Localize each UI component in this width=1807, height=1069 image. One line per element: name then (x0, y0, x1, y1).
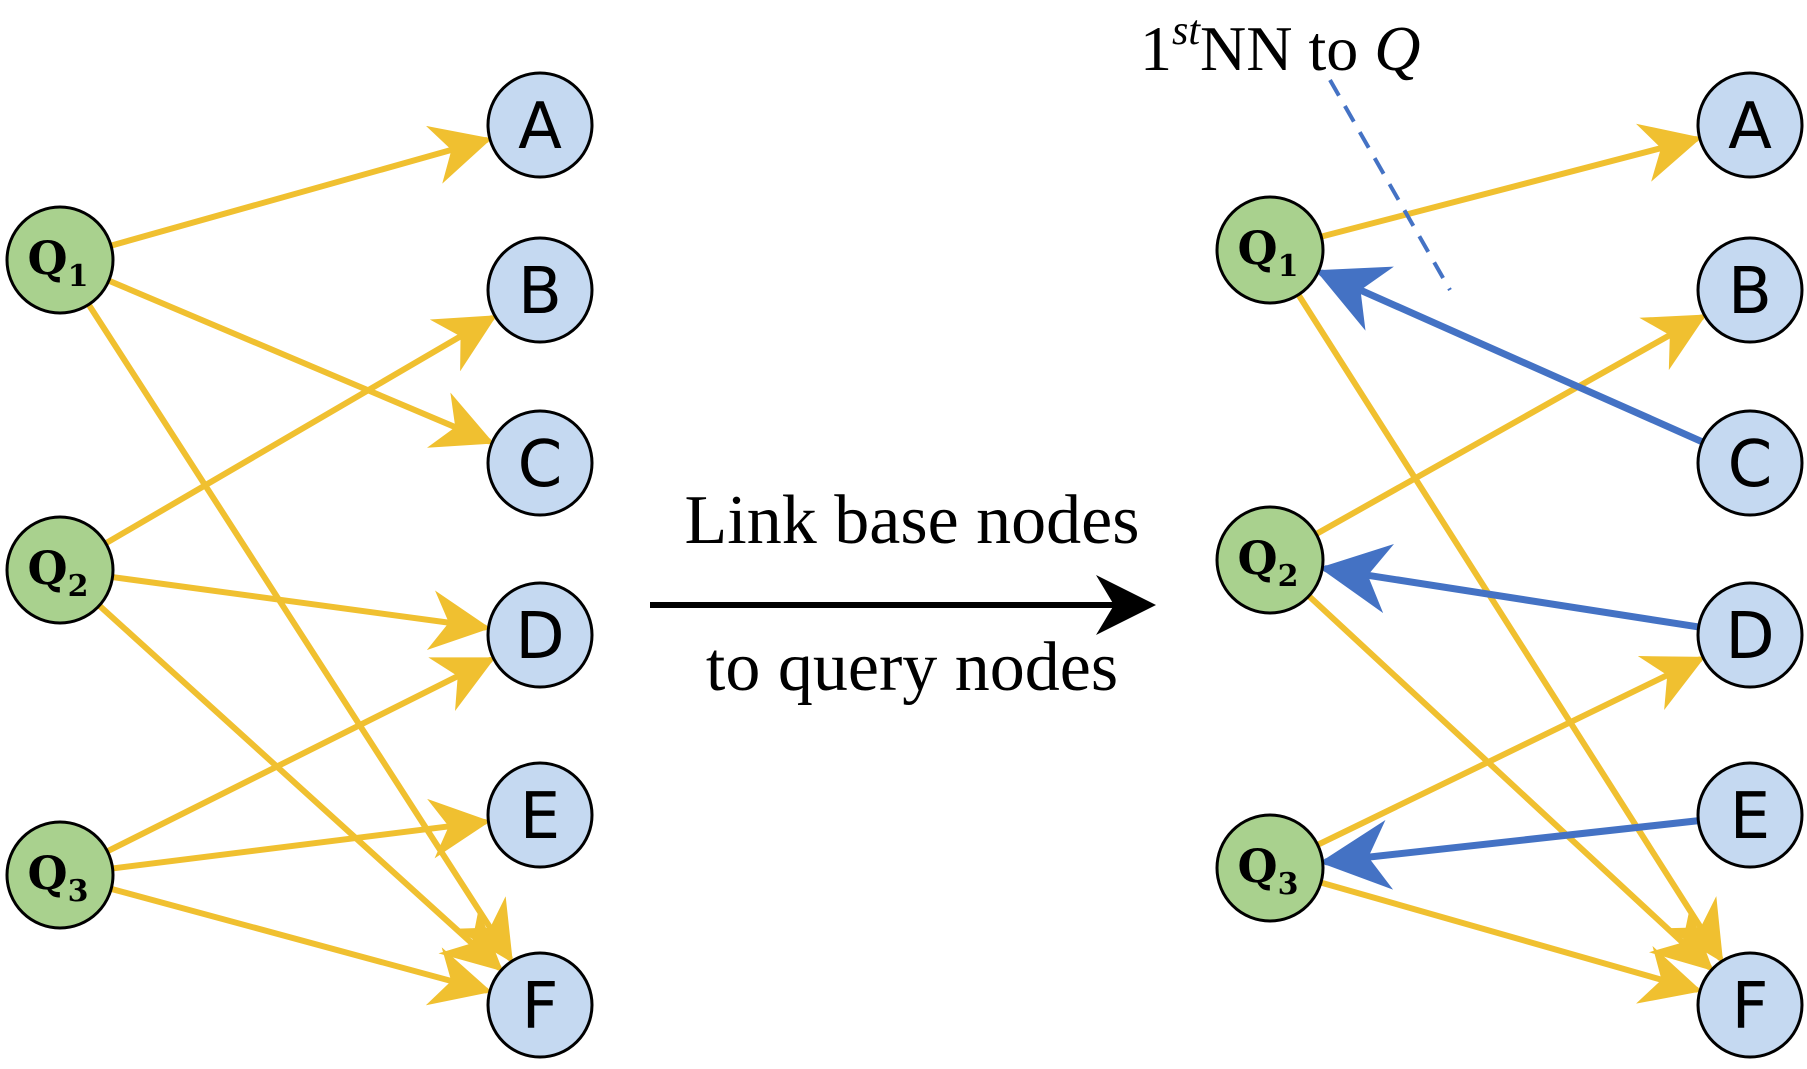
edge-q3-to-e (105, 798, 491, 872)
left-query-node-q3: Q3 (5, 820, 115, 930)
base-node-circle (486, 71, 594, 179)
transition-line1: Link base nodes (685, 482, 1140, 559)
base-node-circle (486, 581, 594, 689)
base-node-circle (1696, 71, 1804, 179)
edge-q2-to-d (105, 573, 491, 650)
annotation: 1stNN to Q (1140, 8, 1452, 291)
left-base-node-d: D (486, 581, 594, 689)
edge-q2-to-b (1309, 314, 1707, 539)
base-node-label: E (520, 780, 560, 854)
edge-q2-to-f (93, 599, 503, 972)
annotation-prefix: 1 (1140, 13, 1172, 84)
base-node-label: C (1728, 428, 1773, 502)
query-node-letter: Q (28, 846, 68, 900)
query-node-letter: Q (28, 541, 68, 595)
right-base-node-e: E (1696, 761, 1804, 869)
query-node-subscript: 3 (68, 874, 89, 909)
right-base-node-c: C (1696, 409, 1804, 517)
right-base-node-a: A (1696, 71, 1804, 179)
left-base-node-f: F (486, 951, 594, 1059)
reverse-edge-d-to-q2 (1319, 543, 1707, 632)
base-node-circle (1696, 236, 1804, 344)
base-node-circle (486, 761, 594, 869)
left-base-node-e: E (486, 761, 594, 869)
base-node-circle (486, 951, 594, 1059)
edge-q1-to-f (1293, 288, 1724, 963)
right-base-node-d: D (1696, 581, 1804, 689)
query-node-circle (5, 515, 115, 625)
query-node-label: Q2 (28, 541, 89, 604)
right-query-node-q2: Q2 (1215, 505, 1325, 615)
transition-line2: to query nodes (706, 629, 1118, 706)
edge-q2-to-b (99, 315, 497, 549)
annotation-main: NN to (1200, 13, 1374, 84)
query-node-label: Q1 (28, 231, 89, 294)
query-node-subscript: 2 (1278, 559, 1299, 594)
edge-q1-to-c (102, 276, 494, 448)
query-node-subscript: 2 (68, 569, 89, 604)
query-node-circle (5, 820, 115, 930)
base-node-label: F (522, 970, 559, 1044)
edge-q1-to-f (83, 298, 513, 963)
edge-q3-to-f (1314, 878, 1702, 1004)
query-node-circle (1215, 195, 1325, 305)
query-node-label: Q3 (1238, 839, 1299, 902)
query-node-circle (5, 205, 115, 315)
base-node-label: C (518, 428, 563, 502)
left-base-node-c: C (486, 409, 594, 517)
left-query-node-q2: Q2 (5, 515, 115, 625)
edge-q3-to-f (104, 884, 492, 1006)
right-base-node-f: F (1696, 951, 1804, 1059)
base-node-circle (1696, 409, 1804, 517)
left-query-node-q1: Q1 (5, 205, 115, 315)
edge-q2-to-f (1302, 590, 1714, 972)
query-node-label: Q1 (1238, 221, 1299, 284)
transition: Link base nodes to query nodes (650, 482, 1156, 706)
right-graph-edges (1293, 123, 1724, 1004)
query-node-subscript: 1 (68, 259, 89, 294)
query-node-circle (1215, 505, 1325, 615)
query-node-subscript: 3 (1278, 867, 1299, 902)
right-query-node-q3: Q3 (1215, 813, 1325, 923)
edge-q3-to-d (1311, 656, 1706, 850)
base-node-label: E (1730, 780, 1770, 854)
query-node-label: Q2 (1238, 531, 1299, 594)
base-node-label: D (1725, 600, 1774, 674)
query-node-circle (1215, 813, 1325, 923)
query-node-letter: Q (1238, 531, 1278, 585)
reverse-edge-e-to-q3 (1319, 816, 1706, 890)
reverse-edge-c-to-q1 (1315, 266, 1710, 448)
base-node-label: F (1732, 970, 1769, 1044)
query-node-subscript: 1 (1278, 249, 1299, 284)
right-query-node-q1: Q1 (1215, 195, 1325, 305)
left-base-node-b: B (486, 236, 594, 344)
annotation-italic: Q (1374, 13, 1420, 84)
left-graph-edges (83, 125, 513, 1006)
base-node-circle (486, 236, 594, 344)
query-node-letter: Q (1238, 839, 1278, 893)
base-node-circle (1696, 761, 1804, 869)
base-node-label: A (1728, 90, 1772, 164)
base-node-label: D (515, 600, 564, 674)
edge-q1-to-a (104, 125, 492, 250)
edge-q3-to-d (100, 657, 496, 857)
base-node-circle (1696, 951, 1804, 1059)
base-node-circle (486, 409, 594, 517)
query-node-letter: Q (28, 231, 68, 285)
base-node-label: B (1728, 255, 1772, 329)
base-node-label: B (518, 255, 562, 329)
base-node-label: A (518, 90, 562, 164)
query-node-letter: Q (1238, 221, 1278, 275)
query-node-label: Q3 (28, 846, 89, 909)
annotation-superscript: st (1172, 8, 1201, 54)
left-base-node-a: A (486, 71, 594, 179)
annotation-pointer (1328, 79, 1452, 291)
base-node-circle (1696, 581, 1804, 689)
annotation-text: 1stNN to Q (1140, 8, 1420, 84)
right-base-node-b: B (1696, 236, 1804, 344)
edge-q1-to-a (1314, 123, 1702, 241)
